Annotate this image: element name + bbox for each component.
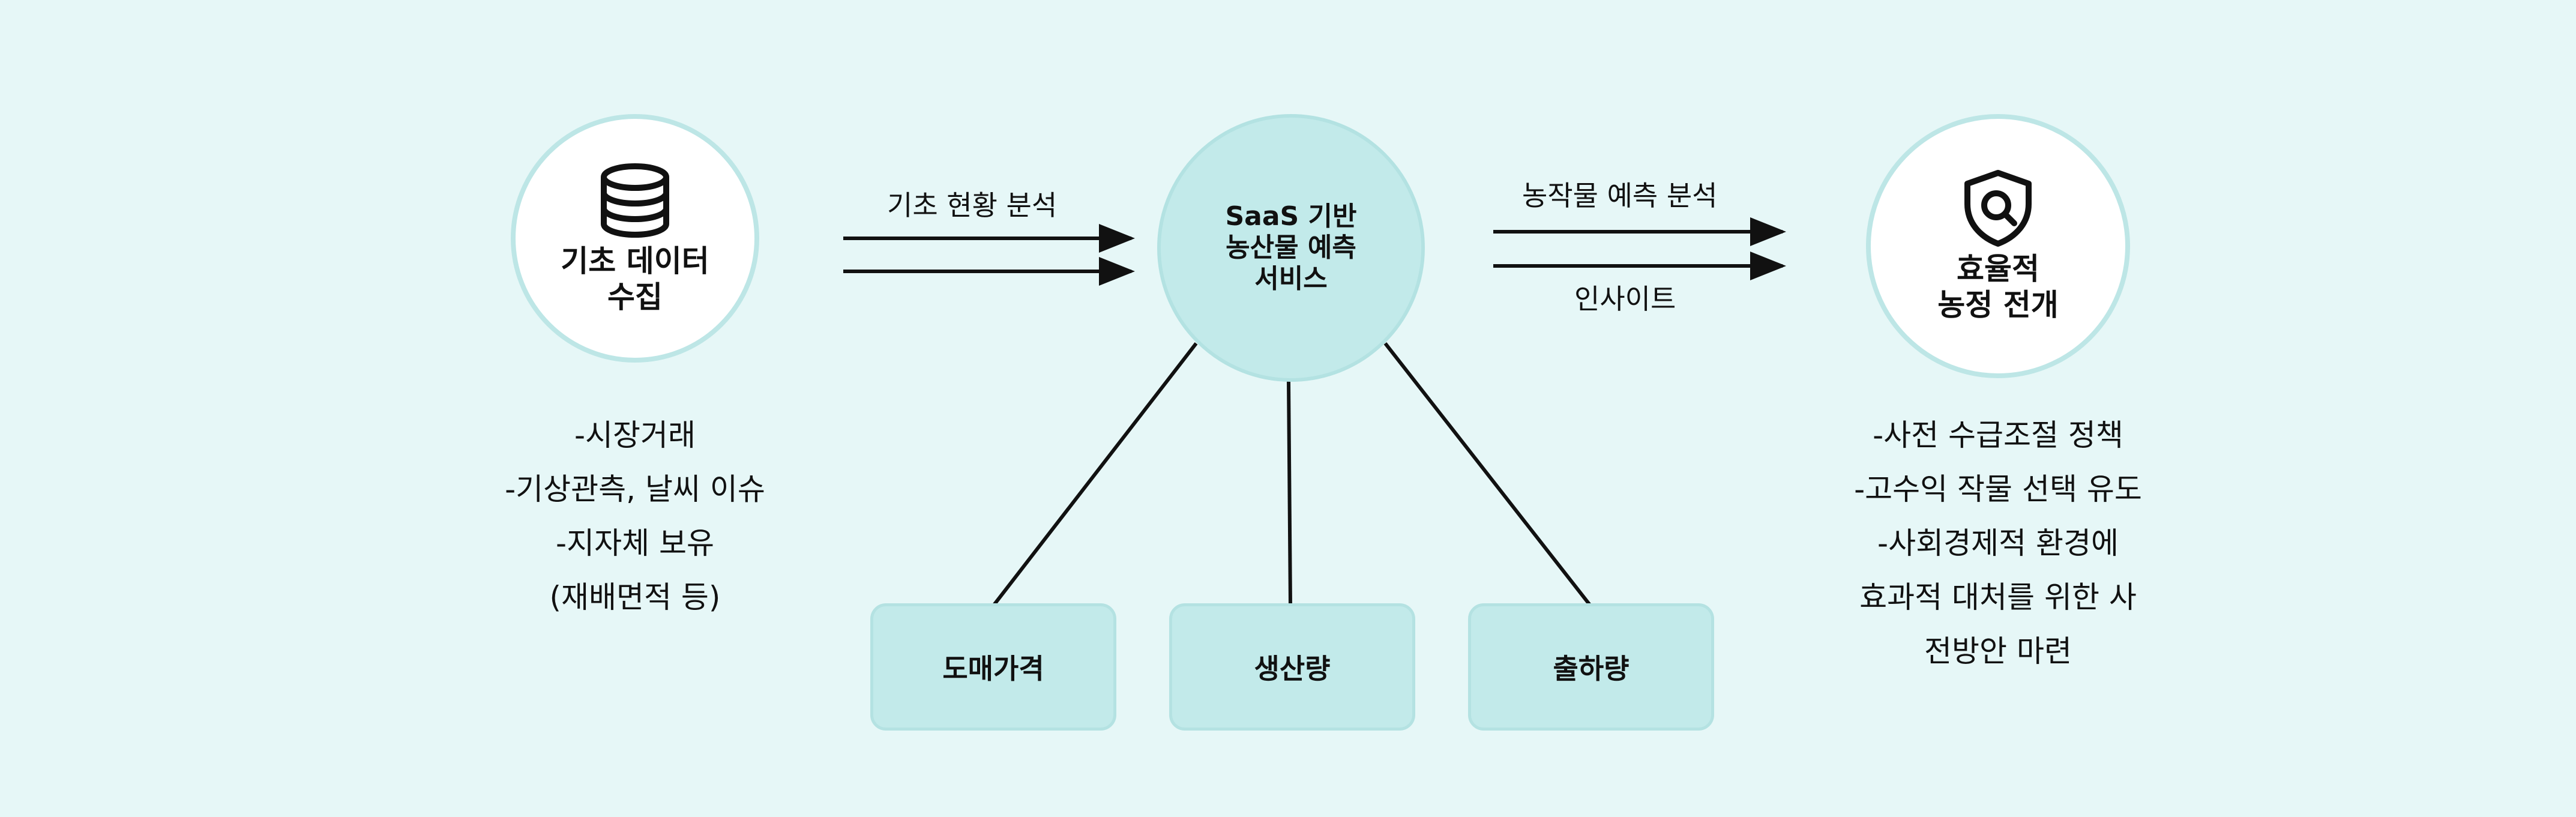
edge-label-crop-forecast: 농작물 예측 분석 [1522,179,1718,212]
node-saas-service-label: SaaS 기반 농산물 예측 서비스 [1225,201,1357,294]
list-item: -사회경제적 환경에 [1877,526,2119,561]
node-data-collection: 기초 데이터 수집 [511,114,759,363]
list-item: -사전 수급조절 정책 [1873,418,2123,453]
database-icon [596,161,674,240]
node-saas-service: SaaS 기반 농산물 예측 서비스 [1157,114,1425,382]
output-box-shipment-label: 출하량 [1553,653,1630,685]
list-item: 전방안 마련 [1924,634,2072,669]
output-box-shipment: 출하량 [1468,603,1714,731]
connector-wholesale-price [992,342,1198,607]
list-item: 효과적 대처를 위한 사 [1859,580,2137,615]
node-efficient-policy-label: 효율적 농정 전개 [1937,252,2059,322]
node-efficient-policy: 효율적 농정 전개 [1866,114,2130,378]
connector-production [1287,381,1292,606]
list-item: -지자체 보유 [556,526,714,561]
policy-effects-list: -사전 수급조절 정책 -고수익 작물 선택 유도 -사회경제적 환경에 효과적… [1818,408,2178,678]
edge-label-insight: 인사이트 [1574,283,1676,315]
output-box-production-label: 생산량 [1254,653,1331,685]
connector-shipment [1383,342,1592,607]
list-item: -시장거래 [574,418,696,453]
list-item: -기상관측, 날씨 이슈 [505,472,765,507]
source-data-list: -시장거래 -기상관측, 날씨 이슈 -지자체 보유 (재배면적 등) [455,408,815,624]
output-box-wholesale-price: 도매가격 [870,603,1116,731]
edge-label-basic-analysis: 기초 현황 분석 [887,189,1058,222]
node-data-collection-label: 기초 데이터 수집 [561,244,709,315]
shield-search-icon [1959,169,2037,247]
output-box-wholesale-price-label: 도매가격 [942,653,1044,685]
list-item: -고수익 작물 선택 유도 [1854,472,2142,507]
output-box-production: 생산량 [1169,603,1415,731]
list-item: (재배면적 등) [549,580,721,615]
